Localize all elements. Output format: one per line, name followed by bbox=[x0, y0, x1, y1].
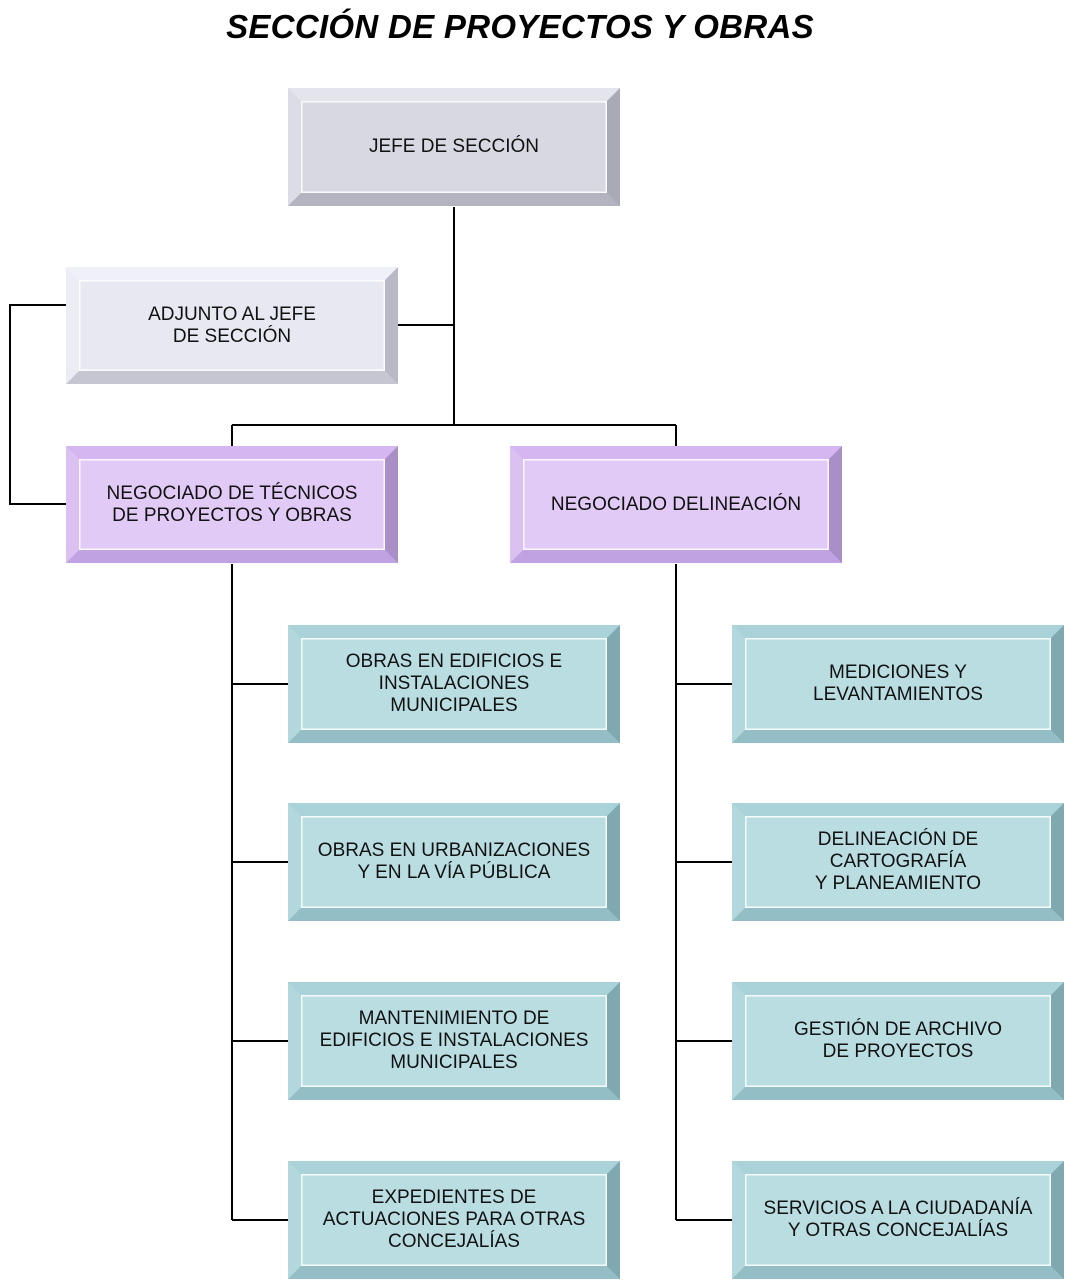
node-unit-tecnicos-label: NEGOCIADO DE TÉCNICOS DE PROYECTOS Y OBR… bbox=[79, 459, 385, 550]
node-task-label: MANTENIMIENTO DE EDIFICIOS E INSTALACION… bbox=[301, 995, 607, 1087]
node-tecnicos-task: OBRAS EN EDIFICIOS E INSTALACIONES MUNIC… bbox=[288, 625, 620, 743]
node-delineacion-task: GESTIÓN DE ARCHIVO DE PROYECTOS bbox=[732, 982, 1064, 1100]
node-task-label: OBRAS EN URBANIZACIONES Y EN LA VÍA PÚBL… bbox=[301, 816, 607, 908]
node-delineacion-task: DELINEACIÓN DE CARTOGRAFÍA Y PLANEAMIENT… bbox=[732, 803, 1064, 921]
node-deputy-label: ADJUNTO AL JEFE DE SECCIÓN bbox=[79, 280, 385, 371]
node-task-label: EXPEDIENTES DE ACTUACIONES PARA OTRAS CO… bbox=[301, 1174, 607, 1266]
node-unit-delineacion-label: NEGOCIADO DELINEACIÓN bbox=[523, 459, 829, 550]
node-unit-delineacion: NEGOCIADO DELINEACIÓN bbox=[510, 446, 842, 563]
node-task-label: GESTIÓN DE ARCHIVO DE PROYECTOS bbox=[745, 995, 1051, 1087]
node-task-label: SERVICIOS A LA CIUDADANÍA Y OTRAS CONCEJ… bbox=[745, 1174, 1051, 1266]
node-deputy: ADJUNTO AL JEFE DE SECCIÓN bbox=[66, 267, 398, 384]
node-delineacion-task: SERVICIOS A LA CIUDADANÍA Y OTRAS CONCEJ… bbox=[732, 1161, 1064, 1279]
node-tecnicos-task: OBRAS EN URBANIZACIONES Y EN LA VÍA PÚBL… bbox=[288, 803, 620, 921]
node-task-label: MEDICIONES Y LEVANTAMIENTOS bbox=[745, 638, 1051, 730]
node-unit-tecnicos: NEGOCIADO DE TÉCNICOS DE PROYECTOS Y OBR… bbox=[66, 446, 398, 563]
node-chief: JEFE DE SECCIÓN bbox=[288, 88, 620, 206]
node-tecnicos-task: MANTENIMIENTO DE EDIFICIOS E INSTALACION… bbox=[288, 982, 620, 1100]
node-delineacion-task: MEDICIONES Y LEVANTAMIENTOS bbox=[732, 625, 1064, 743]
node-task-label: DELINEACIÓN DE CARTOGRAFÍA Y PLANEAMIENT… bbox=[745, 816, 1051, 908]
node-chief-label: JEFE DE SECCIÓN bbox=[301, 101, 607, 193]
connector-deputy-to-tecnicos bbox=[9, 304, 67, 505]
node-tecnicos-task: EXPEDIENTES DE ACTUACIONES PARA OTRAS CO… bbox=[288, 1161, 620, 1279]
chart-title: SECCIÓN DE PROYECTOS Y OBRAS bbox=[226, 8, 814, 45]
node-task-label: OBRAS EN EDIFICIOS E INSTALACIONES MUNIC… bbox=[301, 638, 607, 730]
